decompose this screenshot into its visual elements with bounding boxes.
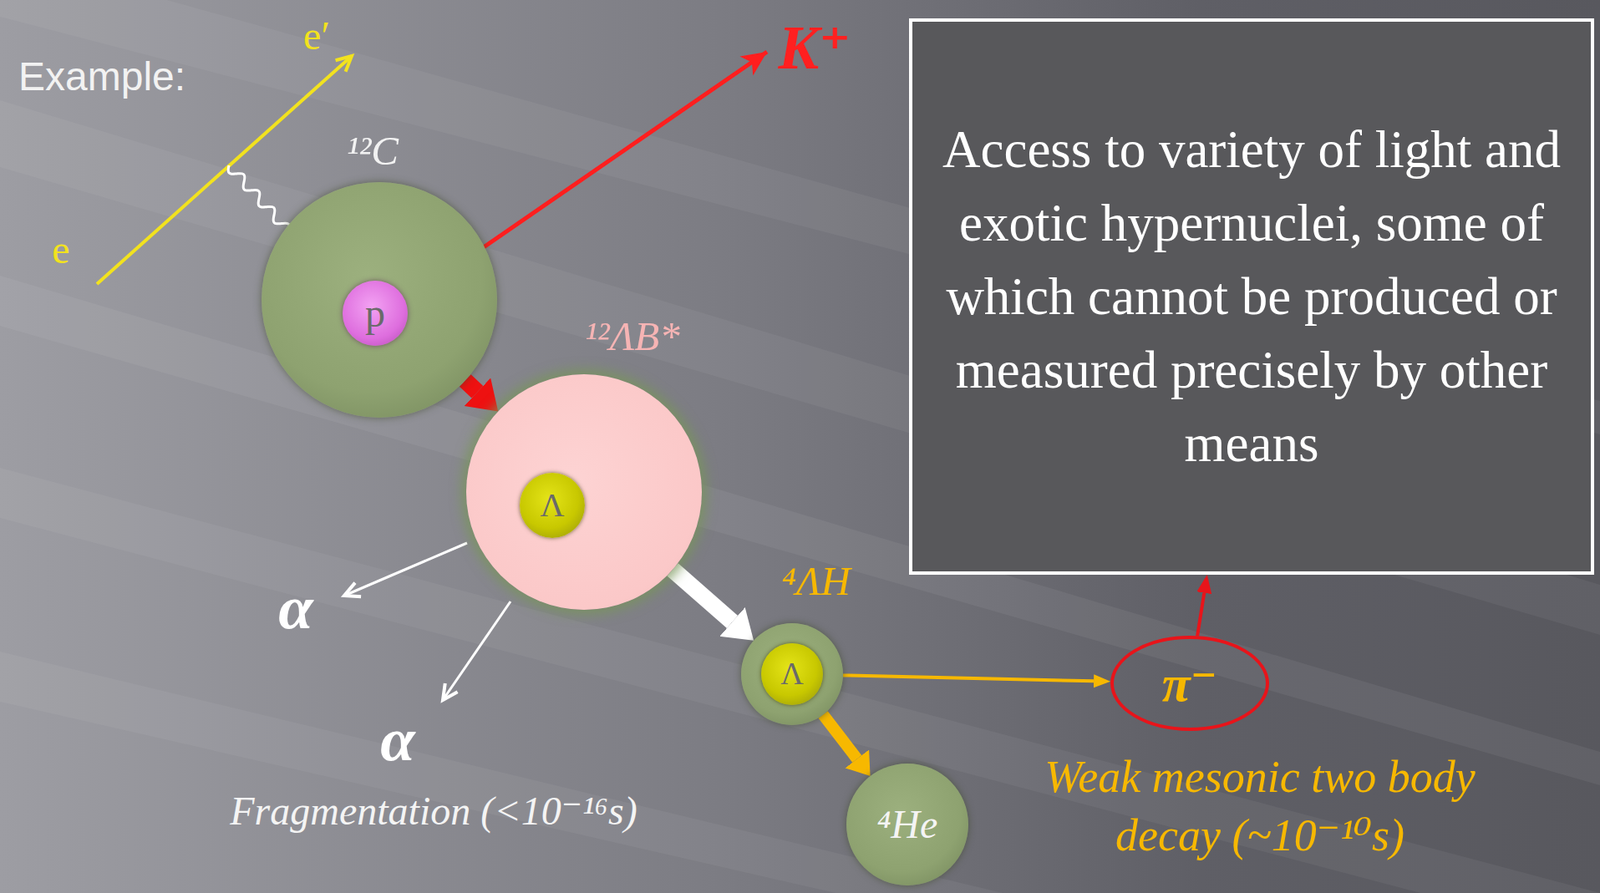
particle-label: e bbox=[51, 226, 70, 273]
nucleus-circle: ¹²Cp bbox=[261, 182, 498, 418]
particle-label: α bbox=[380, 703, 416, 776]
node-text: Access to variety of light and exotic hy… bbox=[937, 112, 1566, 481]
lambda-circle: Λ bbox=[761, 643, 823, 706]
node-text: π⁻ bbox=[1162, 655, 1219, 712]
alpha-track bbox=[442, 601, 511, 701]
hypernucleus-circle: ⁴ΛHΛ bbox=[741, 623, 844, 726]
callout-arrow bbox=[1197, 593, 1204, 637]
decay-arrow bbox=[843, 675, 1094, 681]
fragmentation-arrow bbox=[672, 569, 732, 623]
node-text: p bbox=[365, 291, 386, 336]
proton-circle: p bbox=[342, 280, 408, 346]
note-label: Weak mesonic two body decay (~10⁻¹⁰s) bbox=[1026, 747, 1494, 865]
node-text: Λ bbox=[539, 487, 564, 524]
node-heading: ¹²C bbox=[346, 128, 399, 174]
note-label: Fragmentation (<10⁻¹⁶s) bbox=[229, 787, 637, 834]
node-heading: ⁴ΛH bbox=[782, 558, 851, 605]
node-heading: ¹²ΛB* bbox=[584, 314, 680, 360]
particle-label: α bbox=[278, 571, 314, 644]
particle-label: e′ bbox=[303, 12, 331, 59]
lambda-circle: Λ bbox=[519, 472, 585, 539]
particle-label: K⁺ bbox=[777, 13, 851, 84]
decay-arrow bbox=[822, 714, 858, 759]
node-text: Λ bbox=[780, 656, 804, 692]
pion-ellipse: π⁻ bbox=[1110, 635, 1270, 732]
production-arrow bbox=[465, 380, 478, 393]
helium-circle: ⁴He bbox=[846, 763, 969, 886]
note-box: Access to variety of light and exotic hy… bbox=[909, 18, 1595, 575]
example-label: Example: bbox=[18, 53, 186, 100]
node-text: ⁴He bbox=[877, 802, 939, 848]
streak bbox=[0, 651, 1003, 893]
alpha-track bbox=[344, 543, 468, 596]
hypernucleus-circle: ¹²ΛB*Λ bbox=[466, 374, 702, 610]
